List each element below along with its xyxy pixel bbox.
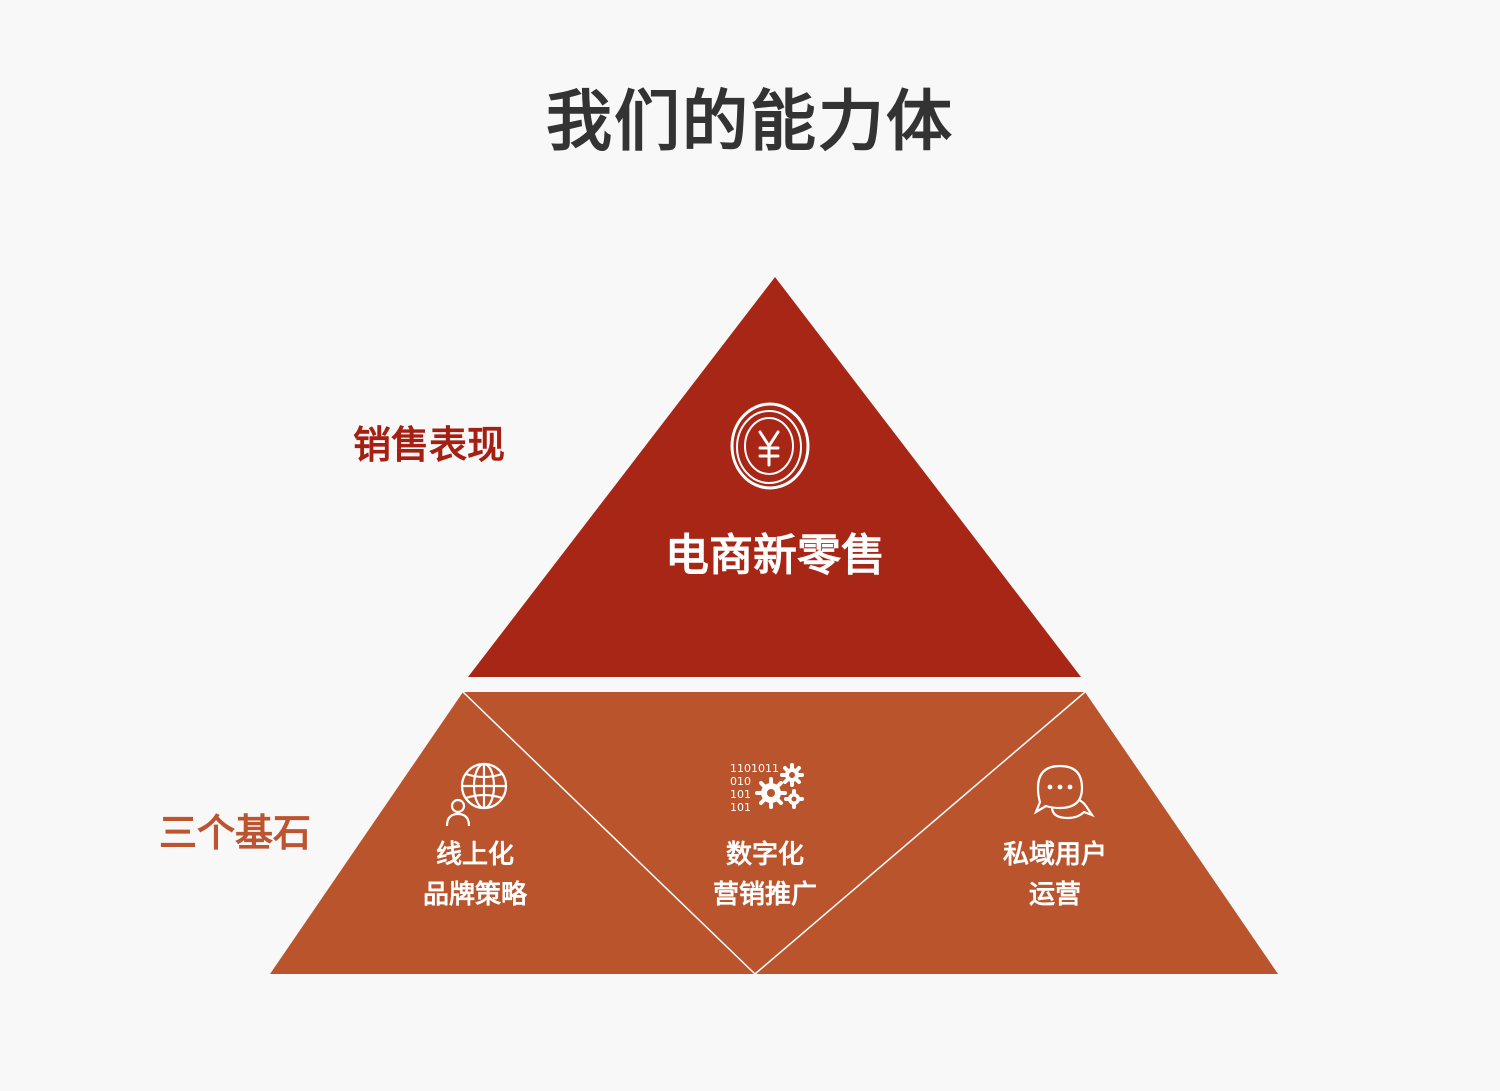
base-block-digital-marketing: 数字化 营销推广: [655, 835, 875, 915]
base-block-line2: 品牌策略: [422, 880, 527, 910]
label-sales-performance: 销售表现: [353, 423, 506, 467]
binary-digit-row: 010: [730, 775, 751, 788]
divider-line-left: [462, 691, 756, 975]
base-block-line1: 数字化: [725, 840, 804, 870]
page-title: 我们的能力体: [546, 83, 954, 160]
binary-digit-row: 1101011: [730, 762, 779, 775]
base-block-line1: 线上化: [435, 840, 514, 870]
label-three-cornerstones: 三个基石: [159, 811, 312, 855]
base-block-line1: 私域用户: [1002, 840, 1107, 870]
binary-digit-row: 101: [730, 788, 751, 801]
chat-bubbles-icon: [1033, 764, 1095, 820]
base-triangle-left: [270, 692, 755, 974]
base-block-online-brand: 线上化 品牌策略: [365, 835, 585, 915]
top-triangle: [468, 277, 1081, 677]
base-block-line2: 运营: [1028, 880, 1081, 910]
top-block-label: 电商新零售: [665, 530, 885, 581]
binary-gears-icon: 1101011 010 101 101: [730, 762, 804, 814]
divider-line-right: [754, 691, 1086, 975]
globe-user-icon: [445, 762, 508, 827]
base-triangle-right: [755, 692, 1278, 974]
binary-digit-row: 101: [730, 801, 751, 814]
base-triangle-middle: [463, 692, 1085, 974]
yen-coin-icon: [730, 402, 810, 490]
base-block-line2: 营销推广: [712, 880, 817, 910]
base-block-private-users: 私域用户 运营: [945, 835, 1165, 915]
